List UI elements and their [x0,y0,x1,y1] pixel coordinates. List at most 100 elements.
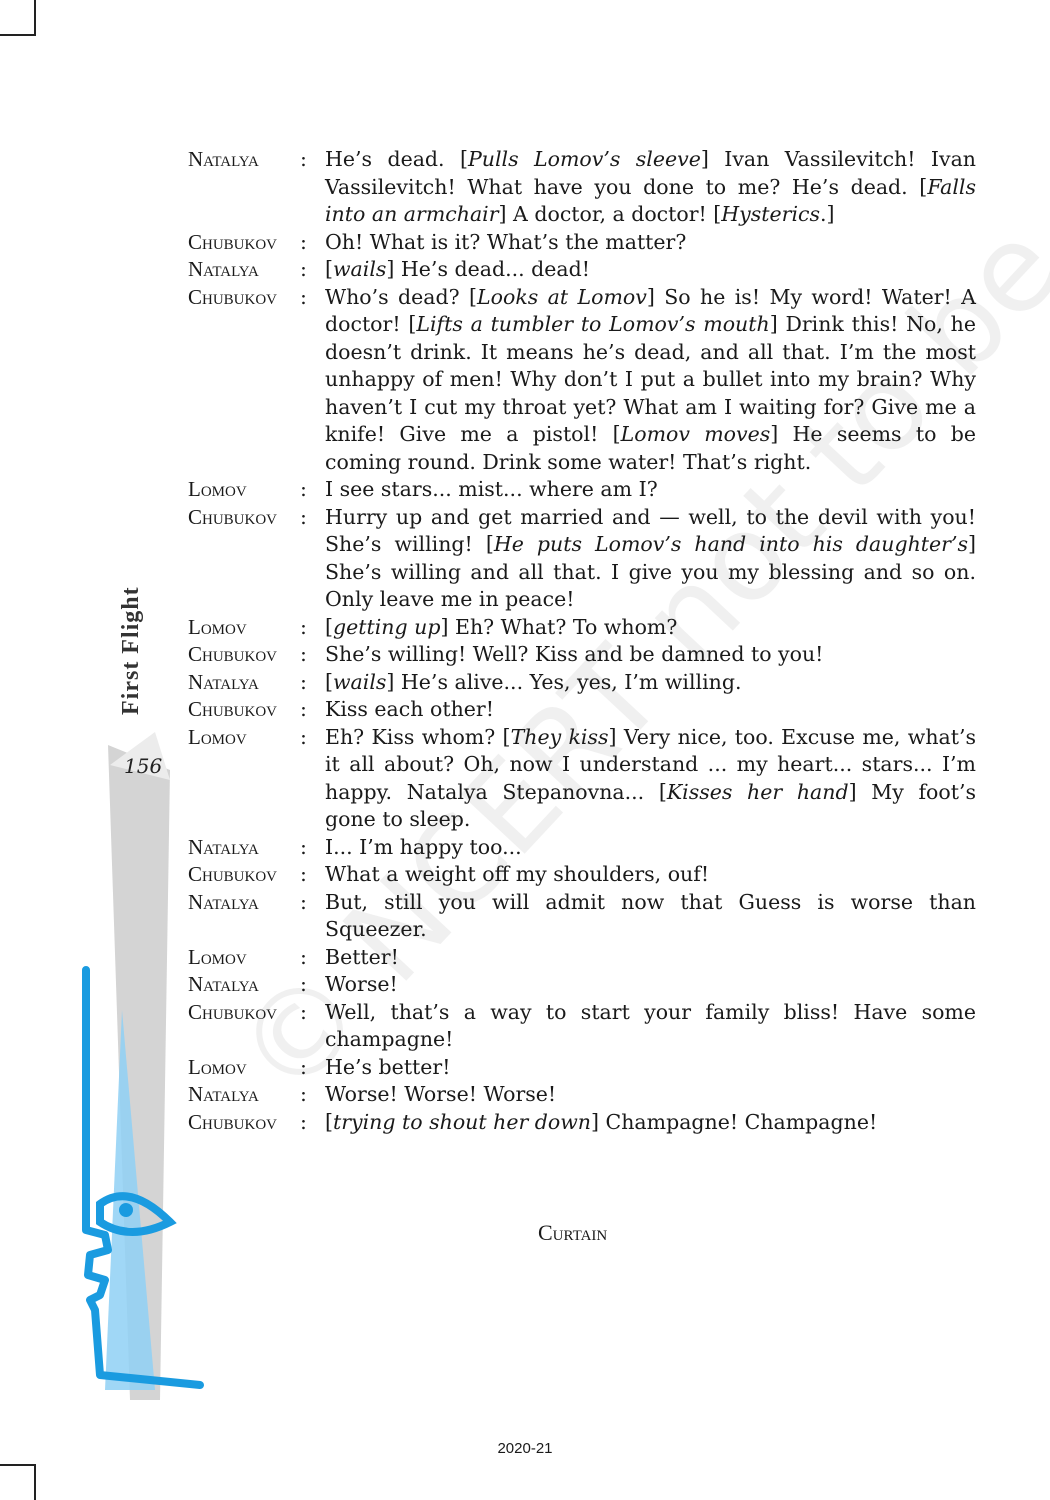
speaker-name: Natalya [188,147,259,171]
separator: : [300,504,307,529]
speech-fragment: ] He seems to be coming round. Drink som… [325,422,976,474]
speech-fragment: .] [820,202,835,226]
speech-text: Worse! Worse! Worse! [325,1081,976,1109]
speech-text: I... I’m happy too... [325,834,976,862]
speech-fragment: ] Drink this! No, he doesn’t drink. It m… [325,312,977,446]
separator: : [300,724,307,749]
dialogue-line: Chubukov: Who’s dead? [Looks at Lomov] So… [188,284,976,477]
speech-fragment: Oh! What is it? What’s the matter? [325,229,687,254]
dialogue-line: Lomov: He’s better! [188,1054,976,1082]
crop-mark-bottom [0,1464,36,1500]
speaker-name: Chubukov [188,1109,278,1134]
stage-direction: Hysterics [721,202,821,226]
speech-fragment: Worse! [325,972,398,996]
speaker-name: Lomov [188,724,247,749]
dialogue-line: Chubukov: Oh! What is it? What’s the matt… [188,229,976,257]
speech-fragment: Who’s dead? [ [325,284,478,309]
separator: : [300,284,307,309]
dialogue-line: Natalya:[wails] He’s dead... dead! [188,256,976,284]
footer-year: 2020-21 [497,1440,553,1457]
speech-fragment: Eh? Kiss whom? [ [325,724,511,749]
stage-direction: wails [333,669,387,694]
stage-direction: They kiss [510,724,609,749]
stage-direction: getting up [333,614,441,639]
speech-fragment: She’s willing! Well? Kiss and be damned … [325,642,824,666]
speech-fragment: Worse! Worse! Worse! [325,1082,557,1106]
profile-line [82,966,204,1389]
speech-text: Hurry up and get married and — well, to … [325,504,976,614]
margin-face-illustration [82,732,204,1400]
separator: : [300,834,307,859]
speaker-name: Natalya [188,834,259,859]
speech-fragment: Kiss each other! [325,697,494,721]
speech-text: But, still you will admit now that Guess… [325,889,976,944]
speech-text: Better! [325,944,976,972]
speech-fragment: ] So he is! My word! Water! A doctor! [ [325,284,976,337]
speaker-name: Chubukov [188,862,278,886]
dialogue-line: Chubukov:What a weight off my shoulders,… [188,861,976,889]
stage-direction: trying to shout her down [333,1109,592,1134]
separator: : [300,669,307,694]
stage-direction: Lomov moves [620,422,771,446]
speaker-name: Natalya [188,972,259,996]
speech-fragment: Well, that’s a way to start your family … [325,999,976,1052]
speech-text: [wails] He’s alive... Yes, yes, I’m will… [325,669,976,697]
stage-direction: wails [333,257,387,281]
stage-direction: Falls into an armchair [325,174,976,227]
speaker-name: Chubukov [188,284,278,309]
separator: : [300,1054,307,1079]
dialogue-line: Lomov:Better! [188,944,976,972]
speech-fragment: [ [325,257,333,281]
stage-direction: Pulls Lomov’s sleeve [467,147,701,171]
speech-fragment: He’s dead. [ [325,147,468,171]
eye-icon [96,1192,177,1236]
dialogue-line: Natalya:Worse! Worse! Worse! [188,1081,976,1109]
play-dialogue: Natalya: He’s dead. [Pulls Lomov’s sleeve… [188,146,976,1136]
running-head: First Flight [118,586,144,715]
speaker-name: Natalya [188,669,259,694]
speaker-name: Chubukov [188,504,278,529]
separator: : [300,229,307,254]
speaker-name: Chubukov [188,229,278,254]
dialogue-line: Natalya:He’s dead. [Pulls Lomov’s sleeve… [188,146,976,229]
speech-fragment: Better! [325,944,399,969]
separator: : [300,1082,307,1106]
speech-fragment: ] Ivan Vassilevitch! Ivan Vassilevitch! … [325,147,976,199]
dialogue-line: Lomov: Eh? Kiss whom? [They kiss] Very ni… [188,724,976,834]
curtain-label: Curtain [538,1220,608,1245]
dialogue-line: Natalya:But, still you will admit now th… [188,889,976,944]
speech-fragment: ] My foot’s gone to sleep. [325,779,976,832]
speech-text: Oh! What is it? What’s the matter? [325,229,976,257]
separator: : [300,889,307,914]
separator: : [300,477,307,501]
speaker-name: Chubukov [188,999,278,1024]
speech-fragment: ] Very nice, too. Excuse me, what’s it a… [325,724,977,804]
speech-fragment: [ [325,669,333,694]
separator: : [300,1109,307,1134]
speech-fragment: ] Champagne! Champagne! [591,1109,878,1134]
eye-pupil [119,1203,133,1217]
speech-text: Who’s dead? [Looks at Lomov] So he is! M… [325,284,976,477]
speaker-name: Lomov [188,944,247,969]
speech-text: [getting up] Eh? What? To whom? [325,614,976,642]
stage-direction: He puts Lomov’s hand into his daughter’s [493,532,968,556]
stage-direction: Looks at Lomov [477,284,647,309]
speaker-name: Lomov [188,477,247,501]
speech-fragment: But, still you will admit now that Guess… [325,889,976,942]
speech-fragment: [ [325,614,333,639]
speech-fragment: What a weight off my shoulders, ouf! [325,862,710,886]
separator: : [300,642,307,666]
speech-text: Well, that’s a way to start your family … [325,999,976,1054]
speech-fragment: ] A doctor, a doctor! [ [498,202,722,226]
dialogue-line: Natalya: I... I’m happy too... [188,834,976,862]
speaker-name: Chubukov [188,642,278,666]
dialogue-line: Chubukov:Kiss each other! [188,696,976,724]
dialogue-line: Lomov: I see stars... mist... where am I? [188,476,976,504]
speech-text: What a weight off my shoulders, ouf! [325,861,976,889]
dialogue-line: Chubukov: She’s willing! Well? Kiss and b… [188,641,976,669]
separator: : [300,972,307,996]
separator: : [300,999,307,1024]
speech-text: He’s better! [325,1054,976,1082]
speaker-name: Lomov [188,1054,247,1079]
speech-text: I see stars... mist... where am I? [325,476,976,504]
